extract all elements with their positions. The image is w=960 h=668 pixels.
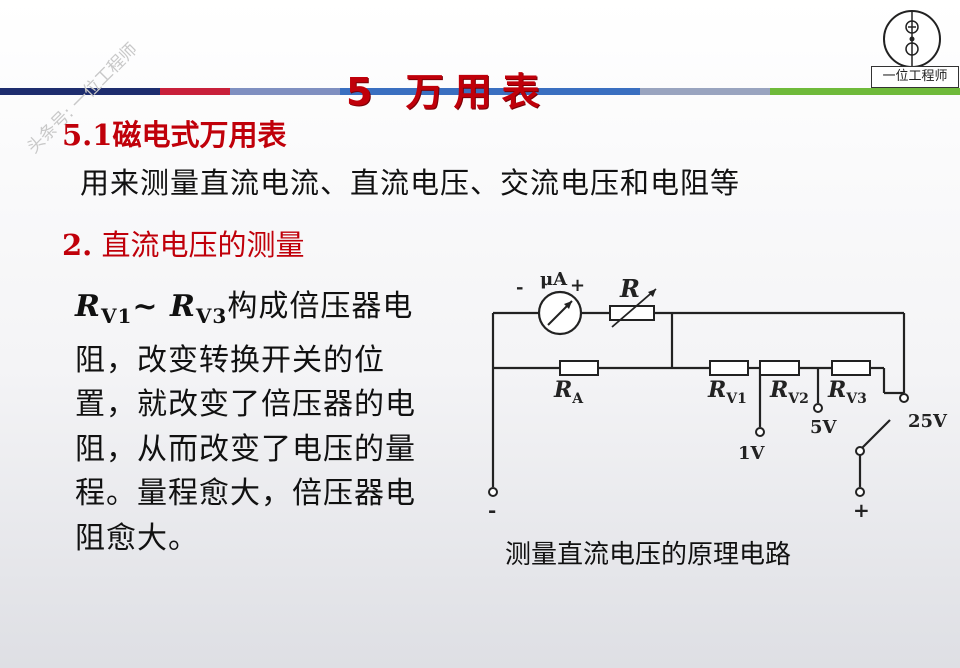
ra-label: RA xyxy=(553,377,584,407)
rv1-subscript: V1 xyxy=(100,304,133,328)
rv1-symbol: RV1 xyxy=(75,289,132,328)
tap-25v-contact xyxy=(899,393,909,403)
meter-plus-label: + xyxy=(570,275,585,296)
section-title: 磁电式万用表 xyxy=(112,118,287,152)
tap-5v-contact xyxy=(813,403,823,413)
tap-1v-label: 1V xyxy=(738,443,766,464)
microammeter xyxy=(537,290,583,336)
rv3-label: RV3 xyxy=(827,377,867,407)
tap-1v-contact xyxy=(755,427,765,437)
circuit-diagram: - μA + R RA RV1 RV2 RV3 1V 5V 25V - + xyxy=(488,269,948,522)
r-label: R xyxy=(619,274,640,303)
terminal-minus-label: - xyxy=(488,498,496,522)
variable-resistor xyxy=(609,288,657,328)
circuit-caption: 测量直流电压的原理电路 xyxy=(505,540,792,570)
body-paragraph: RV1~ RV3构成倍压器电阻，改变转换开关的位置，就改变了倍压器的电阻，从而改… xyxy=(75,285,420,561)
page-title: 5 万用表 xyxy=(346,70,550,114)
tap-5v-label: 5V xyxy=(810,417,838,438)
tilde: ~ xyxy=(132,289,170,324)
header-color-bar xyxy=(0,88,960,95)
terminal-minus xyxy=(488,487,498,497)
rv3-symbol: RV3 xyxy=(169,289,227,328)
terminal-plus xyxy=(855,487,865,497)
section-heading: 5.1磁电式万用表 xyxy=(62,115,286,155)
subsection-heading: 2. 直流电压的测量 xyxy=(62,222,305,268)
terminal-plus-label: + xyxy=(853,498,870,522)
color-bar-segment xyxy=(160,88,230,95)
rv3-letter: R xyxy=(169,289,196,324)
color-bar-segment xyxy=(770,88,960,95)
section-number: 5.1 xyxy=(62,118,113,152)
rv3-subscript: V3 xyxy=(195,304,228,328)
color-bar-segment xyxy=(640,88,770,95)
meter-minus-label: - xyxy=(516,277,523,298)
switch-arm xyxy=(859,419,891,451)
resistor-rv3 xyxy=(831,360,871,376)
rv2-label: RV2 xyxy=(769,377,809,407)
resistor-rv2 xyxy=(759,360,800,376)
switch-pivot xyxy=(855,446,865,456)
logo-seal-icon xyxy=(883,10,941,68)
section-description: 用来测量直流电流、直流电压、交流电压和电阻等 xyxy=(80,166,741,200)
color-bar-segment xyxy=(230,88,340,95)
meter-label: μA xyxy=(540,269,568,290)
color-bar-segment xyxy=(340,88,640,95)
subsection-number: 2. xyxy=(62,228,93,262)
color-bar-segment xyxy=(0,88,160,95)
rv1-letter: R xyxy=(75,289,101,324)
subsection-title: 直流电压的测量 xyxy=(92,228,305,262)
body-text: 构成倍压器电阻，改变转换开关的位置，就改变了倍压器的电阻，从而改变了电压的量程。… xyxy=(75,289,416,556)
resistor-rv1 xyxy=(709,360,749,376)
tap-25v-label: 25V xyxy=(908,411,948,432)
resistor-ra xyxy=(559,360,599,376)
rv1-label: RV1 xyxy=(707,377,747,407)
logo-caption: 一位工程师 xyxy=(871,66,959,88)
